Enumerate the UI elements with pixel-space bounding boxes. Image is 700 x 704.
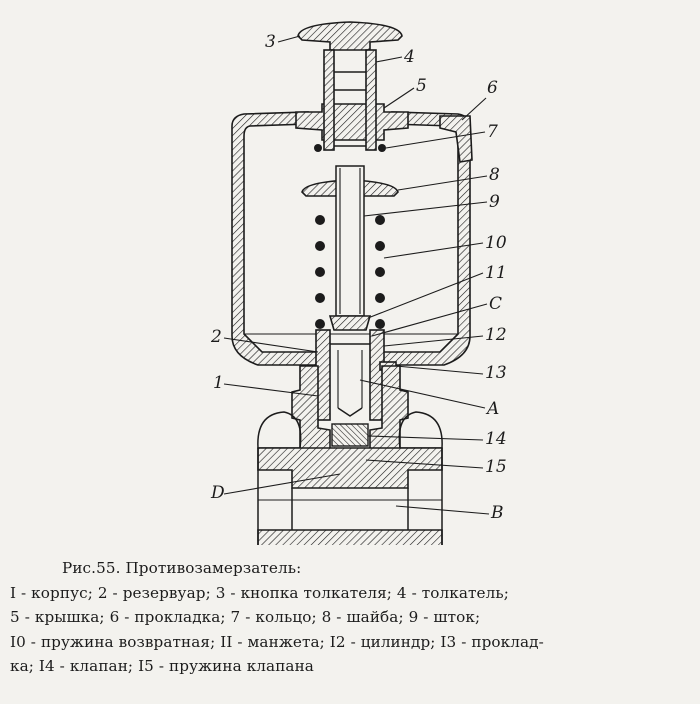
callout-4: 4 [403, 47, 415, 67]
ring [314, 144, 386, 152]
callout-15: 15 [485, 457, 507, 477]
body [257, 365, 443, 469]
caption-line: 5 - крышка; 6 - прокладка; 7 - кольцо; 8… [10, 608, 481, 626]
figure-caption: Рис.55. Противозамерзатель: I - корпус; … [10, 556, 694, 679]
pipe [257, 447, 443, 545]
callout-6: 6 [487, 78, 498, 98]
cylinder [315, 329, 385, 421]
caption-title: Рис.55. Противозамерзатель: [62, 559, 302, 577]
callout-2: 2 [210, 327, 222, 347]
callout-12: 12 [485, 325, 507, 345]
callouts: 3 4 5 6 7 8 9 10 11 C 2 12 13 1 A 14 15 [210, 32, 507, 523]
cover [295, 103, 409, 141]
valve [331, 423, 369, 447]
callout-8: 8 [489, 165, 500, 185]
return-spring [315, 215, 385, 329]
callout-3: 3 [265, 32, 276, 52]
caption-line: I0 - пружина возвратная; II - манжета; I… [10, 632, 544, 651]
gasket [439, 115, 473, 163]
rod [335, 165, 365, 317]
antifreezer-cross-section-diagram: 3 4 5 6 7 8 9 10 11 C 2 12 13 1 A 14 15 [210, 21, 507, 545]
callout-9: 9 [489, 192, 500, 212]
callout-1: 1 [213, 373, 224, 393]
pusher [323, 49, 377, 151]
cuff [328, 315, 372, 331]
callout-D: D [210, 483, 225, 503]
callout-13: 13 [485, 363, 507, 383]
callout-11: 11 [485, 263, 507, 283]
caption-line: I - корпус; 2 - резервуар; 3 - кнопка то… [10, 583, 509, 602]
caption-line: ка; I4 - клапан; I5 - пружина клапана [10, 657, 314, 675]
callout-A: A [485, 399, 499, 419]
callout-10: 10 [485, 233, 507, 253]
callout-B: B [490, 503, 504, 523]
callout-C: C [489, 294, 502, 314]
callout-7: 7 [487, 122, 498, 142]
pusher-button [297, 21, 403, 51]
callout-14: 14 [485, 429, 507, 449]
callout-5: 5 [416, 76, 427, 96]
